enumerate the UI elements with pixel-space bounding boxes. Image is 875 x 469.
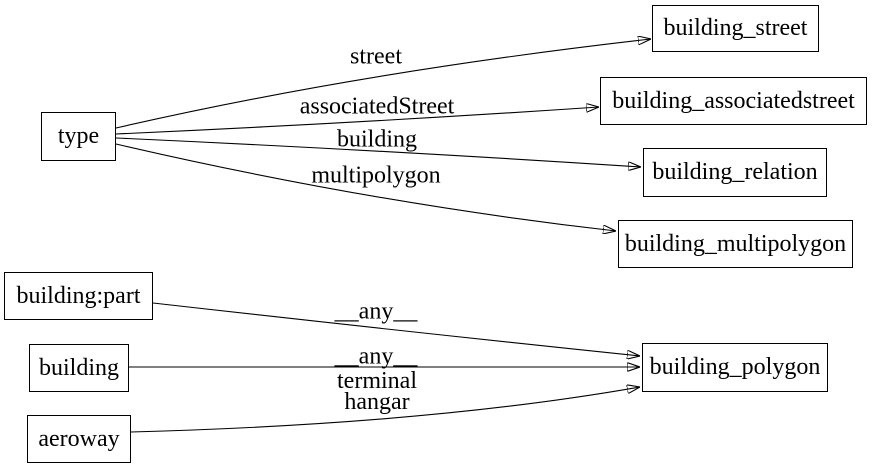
node-building-part: building:part bbox=[4, 272, 153, 320]
edge-type-building_associatedstreet bbox=[115, 107, 599, 135]
edge-buildingpart-building_polygon bbox=[152, 302, 640, 356]
node-building-multipolygon: building_multipolygon bbox=[618, 220, 853, 268]
edge-type-building_multipolygon bbox=[115, 143, 616, 231]
node-building-relation: building_relation bbox=[643, 148, 827, 197]
edge-type-building_relation bbox=[115, 137, 641, 167]
edge-label-any-buildingpart: __any__ bbox=[334, 298, 418, 325]
node-aeroway: aeroway bbox=[27, 415, 131, 463]
edge-label-street: street bbox=[350, 43, 402, 70]
edge-type-building_street bbox=[115, 39, 651, 129]
node-building-associatedstreet: building_associatedstreet bbox=[600, 77, 867, 125]
edge-label-any-building: __any__ bbox=[334, 343, 418, 370]
edge-aeroway-building_polygon bbox=[130, 387, 640, 433]
node-building-street: building_street bbox=[652, 5, 819, 52]
node-type: type bbox=[41, 112, 116, 161]
node-building: building bbox=[29, 344, 129, 392]
edge-label-multipolygon: multipolygon bbox=[311, 162, 441, 189]
node-building-polygon: building_polygon bbox=[642, 343, 828, 392]
edge-label-associatedstreet: associatedStreet bbox=[299, 93, 455, 120]
edge-label-terminal-hangar: terminal hangar bbox=[337, 368, 417, 415]
edge-label-building: building bbox=[336, 126, 418, 153]
